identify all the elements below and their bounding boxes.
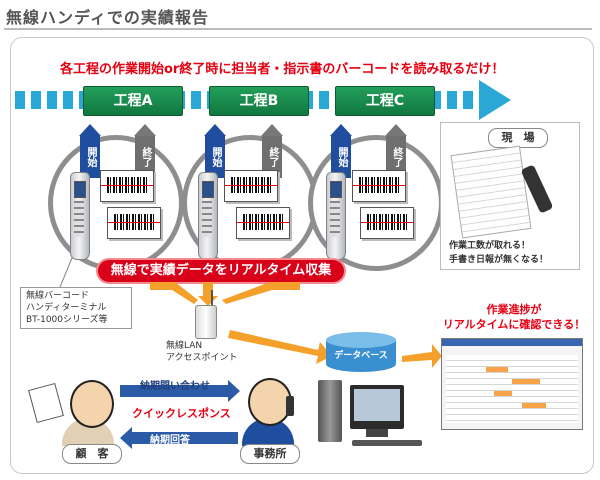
handy-terminal-icon (70, 172, 90, 260)
terminal-keypad (202, 201, 212, 237)
headline: 各工程の作業開始or終了時に担当者・指示書のバーコードを読み取るだけ！ (60, 62, 505, 77)
barcode-card-icon (107, 207, 161, 239)
terminal-keypad (74, 201, 84, 237)
arrow-up-icon (330, 124, 352, 136)
barcode-card-icon (360, 207, 414, 239)
terminal-caption-2: ハンディターミナル (26, 303, 107, 313)
end-label: 終了 (386, 136, 406, 178)
process-c-end-arrow: 終了 (385, 124, 407, 178)
process-b-box: 工程B (209, 86, 309, 116)
customer-label: 顧 客 (62, 444, 122, 464)
field-caption-1: 作業工数が取れる！ (449, 241, 531, 251)
barcode-card-icon (100, 170, 154, 202)
barcode-card-icon (352, 170, 406, 202)
monitor-stand (366, 429, 388, 437)
ap-caption-1: 無線LAN (166, 341, 203, 351)
inquiry-label: 納期問い合わせ (140, 381, 210, 392)
progress-caption-1: 作業進捗が (486, 303, 542, 316)
terminal-caption-box (20, 287, 132, 329)
highlight-cell (486, 367, 508, 372)
quick-response-label: クイックレスポンス (132, 407, 231, 420)
keyboard-icon (352, 440, 422, 446)
ap-antenna (211, 290, 213, 308)
process-a-box: 工程A (83, 86, 183, 116)
title-underline (4, 28, 592, 30)
table-rows (446, 355, 578, 423)
terminal-screen (74, 181, 86, 198)
reply-label: 納期回答 (150, 435, 190, 446)
start-label: 開始 (80, 136, 100, 178)
terminal-caption-1: 無線バーコード (26, 291, 90, 301)
terminal-screen (330, 181, 342, 198)
process-b-start-arrow: 開始 (204, 124, 226, 178)
highlight-cell (522, 403, 546, 408)
daily-report-paper-icon (450, 145, 532, 239)
database-top (326, 332, 396, 348)
barcode-card-icon (224, 170, 278, 202)
process-a-end-arrow: 終了 (134, 124, 156, 178)
arrow-up-icon (261, 124, 283, 136)
process-a-start-arrow: 開始 (79, 124, 101, 178)
progress-caption-2: リアルタイムに確認できる！ (442, 318, 586, 331)
arrow-up-icon (204, 124, 226, 136)
progress-caption: 作業進捗が リアルタイムに確認できる！ (434, 302, 594, 332)
arrow-up-icon (79, 124, 101, 136)
window-titlebar (442, 339, 582, 346)
process-b-end-arrow: 終了 (261, 124, 283, 178)
flow-arrowhead (479, 80, 511, 120)
terminal-screen (202, 181, 214, 198)
wireless-access-point-icon (195, 305, 217, 339)
highlight-cell (494, 391, 512, 396)
handy-terminal-icon (198, 172, 218, 260)
start-label: 開始 (205, 136, 225, 178)
customer-face-icon (70, 380, 114, 428)
office-label: 事務所 (240, 444, 300, 464)
start-label: 開始 (331, 136, 351, 178)
arrow-up-icon (134, 124, 156, 136)
highlight-cell (512, 379, 540, 384)
monitor-icon (350, 385, 404, 429)
realtime-banner: 無線で実績データをリアルタイム収集 (98, 260, 344, 282)
terminal-keypad (330, 201, 340, 237)
progress-screen-thumbnail (441, 338, 583, 430)
end-label: 終了 (135, 136, 155, 178)
barcode-card-icon (236, 207, 290, 239)
field-label: 現 場 (488, 128, 548, 148)
arrow-up-icon (385, 124, 407, 136)
page-title: 無線ハンディでの実績報告 (6, 8, 209, 27)
process-c-box: 工程C (335, 86, 435, 116)
database-icon: データベース (326, 332, 396, 378)
field-caption-2: 手書き日報が無くなる！ (449, 255, 549, 265)
process-a-circle (48, 135, 184, 271)
database-label: データベース (334, 351, 388, 361)
handy-terminal-icon (326, 172, 346, 260)
ap-caption-2: アクセスポイント (166, 353, 238, 363)
process-c-start-arrow: 開始 (330, 124, 352, 178)
terminal-caption-3: BT-1000シリーズ等 (26, 315, 108, 325)
pc-tower-icon (318, 380, 342, 442)
phone-icon (286, 396, 294, 416)
end-label: 終了 (262, 136, 282, 178)
